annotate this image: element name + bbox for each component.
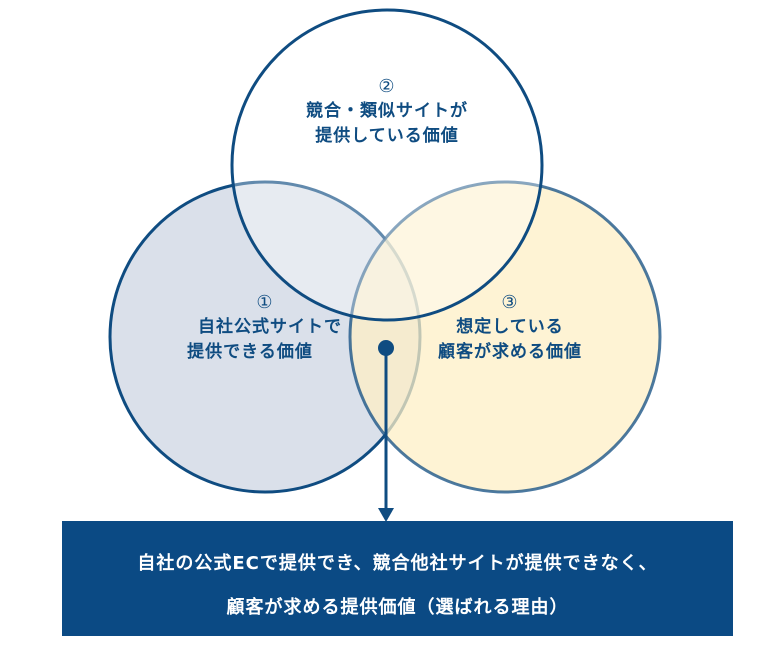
circle-1-line1: 自社公式サイトで: [198, 317, 342, 337]
circle-2-line2: 提供している価値: [315, 126, 459, 146]
circle-1-label: ① 自社公式サイトで 提供できる価値: [145, 290, 385, 365]
arrow-head: [378, 508, 394, 522]
circle-2-number: ②: [378, 76, 396, 97]
result-box: 自社の公式ECで提供でき、競合他社サイトが提供できなく、 顧客が求める提供価値（…: [62, 521, 733, 636]
circle-3-line2: 顧客が求める価値: [438, 342, 582, 362]
circle-2-label: ② 競合・類似サイトが 提供している価値: [287, 74, 487, 149]
circle-3-number: ③: [501, 292, 519, 313]
result-line1: 自社の公式ECで提供でき、競合他社サイトが提供できなく、: [137, 553, 658, 574]
circle-3-label: ③ 想定している 顧客が求める価値: [400, 290, 620, 365]
circle-1-number: ①: [256, 292, 274, 313]
circle-1-line2: 提供できる価値: [187, 342, 313, 362]
circle-competitor: [230, 8, 544, 322]
circle-2-line1: 競合・類似サイトが: [306, 101, 468, 121]
result-line2: 顧客が求める提供価値（選ばれる理由）: [226, 597, 569, 618]
circle-customer-needs: [348, 180, 662, 494]
circle-3-line1: 想定している: [456, 317, 564, 337]
